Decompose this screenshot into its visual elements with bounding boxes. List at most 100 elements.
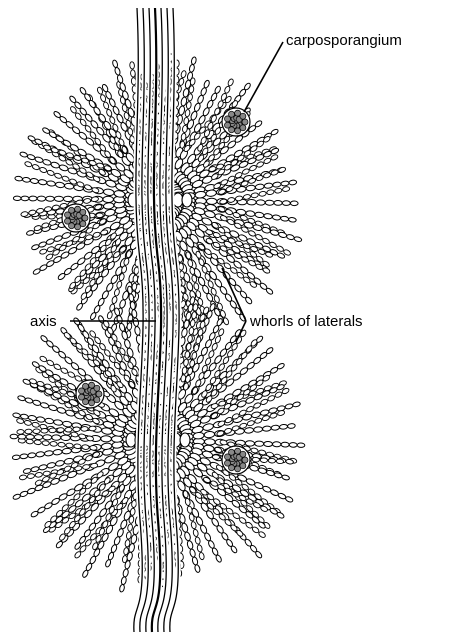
lateral-cell (58, 442, 66, 447)
lateral-cell (52, 435, 61, 441)
lateral-cell (191, 521, 197, 529)
lateral-cell (205, 204, 216, 212)
lateral-cell (54, 196, 63, 201)
lateral-cell (276, 511, 285, 519)
lateral-cell (46, 238, 55, 245)
lateral-cell (255, 441, 264, 447)
lateral-cell (62, 448, 72, 454)
carpospore (94, 385, 100, 391)
lateral-cell (195, 537, 201, 545)
lateral-cell (127, 524, 133, 532)
carpospore (94, 397, 100, 403)
lateral-cell (231, 100, 239, 109)
lateral-cell (265, 287, 274, 295)
lateral-cell (254, 120, 263, 128)
lateral-cell (204, 431, 215, 438)
lateral-cell (178, 105, 185, 115)
lateral-cell (38, 241, 47, 248)
lateral-cell (183, 320, 190, 329)
lateral-cell (285, 403, 294, 409)
lateral-cell (22, 177, 30, 183)
lateral-cell (253, 426, 262, 432)
lateral-cell (46, 359, 55, 367)
carpospore (80, 209, 86, 215)
carposporangium (62, 204, 90, 232)
lateral-cell (49, 428, 56, 433)
lateral-cell (76, 302, 84, 311)
lateral-cell (210, 403, 218, 410)
lateral-cell (191, 386, 198, 394)
lateral-cell (56, 407, 66, 415)
lateral-cell (28, 452, 37, 458)
lateral-cell (195, 336, 201, 344)
lateral-cell (282, 201, 290, 206)
carposporangium (76, 380, 104, 408)
lateral-cell (212, 455, 219, 460)
lateral-cell (43, 435, 52, 440)
lateral-cell (37, 196, 45, 201)
lateral-cell (191, 56, 197, 64)
lateral-cell (34, 434, 43, 439)
lateral-cell (32, 268, 41, 276)
lateral-cell (10, 434, 18, 439)
carpospore (235, 466, 241, 472)
lateral-cell (26, 230, 34, 236)
lateral-cell (74, 444, 82, 449)
lateral-cell (127, 323, 132, 331)
lateral-cell (106, 109, 113, 117)
lateral-cell (245, 441, 254, 447)
lateral-cell (242, 168, 250, 175)
lateral-cell (203, 476, 211, 483)
lateral-cell (205, 238, 214, 245)
lateral-cell (181, 523, 189, 533)
carpospore (225, 122, 231, 128)
lateral-cell (194, 564, 201, 573)
carpospore (65, 218, 71, 224)
lateral-cell (114, 288, 121, 296)
lateral-cell (247, 199, 256, 205)
lateral-cell (263, 157, 271, 164)
lateral-cell (264, 441, 273, 446)
lateral-cell (27, 135, 36, 142)
lateral-cell (207, 280, 214, 288)
lateral-cell (46, 180, 55, 186)
lateral-cell (122, 568, 129, 577)
lateral-cell (111, 296, 118, 304)
lateral-cell (134, 267, 139, 275)
lateral-cell (274, 188, 282, 194)
lateral-cell (205, 357, 212, 365)
lateral-cell (281, 442, 289, 447)
lateral-cell (274, 472, 283, 479)
lateral-cell (60, 367, 69, 375)
lateral-cell (133, 275, 138, 283)
lateral-cell (101, 436, 112, 442)
lateral-cell (252, 457, 259, 462)
lateral-cell (262, 237, 271, 244)
lateral-cell (89, 312, 97, 321)
lateral-cell (42, 159, 52, 166)
lateral-cell (278, 166, 286, 173)
lateral-cell (92, 175, 101, 183)
lateral-cell (57, 272, 66, 280)
lateral-cell (281, 181, 290, 187)
nodal-cell (180, 433, 190, 447)
carpospore (240, 463, 246, 469)
lateral-cell (204, 439, 215, 446)
lateral-cell (19, 151, 28, 158)
lateral-cell (57, 428, 64, 433)
lateral-cell (45, 418, 54, 425)
lateral-cell (42, 127, 51, 135)
lateral-cell (45, 253, 54, 261)
lateral-cell (259, 191, 267, 197)
lateral-cell (205, 229, 213, 236)
lateral-cell (243, 194, 251, 200)
carpospore (240, 113, 246, 119)
lateral-cell (121, 576, 127, 585)
lateral-cell (90, 445, 98, 450)
lateral-cell (24, 161, 32, 168)
carpospore (242, 119, 248, 125)
lateral-cell (250, 447, 258, 453)
lateral-cell (280, 216, 289, 222)
lateral-cell (39, 248, 47, 255)
lateral-cell (189, 548, 196, 557)
